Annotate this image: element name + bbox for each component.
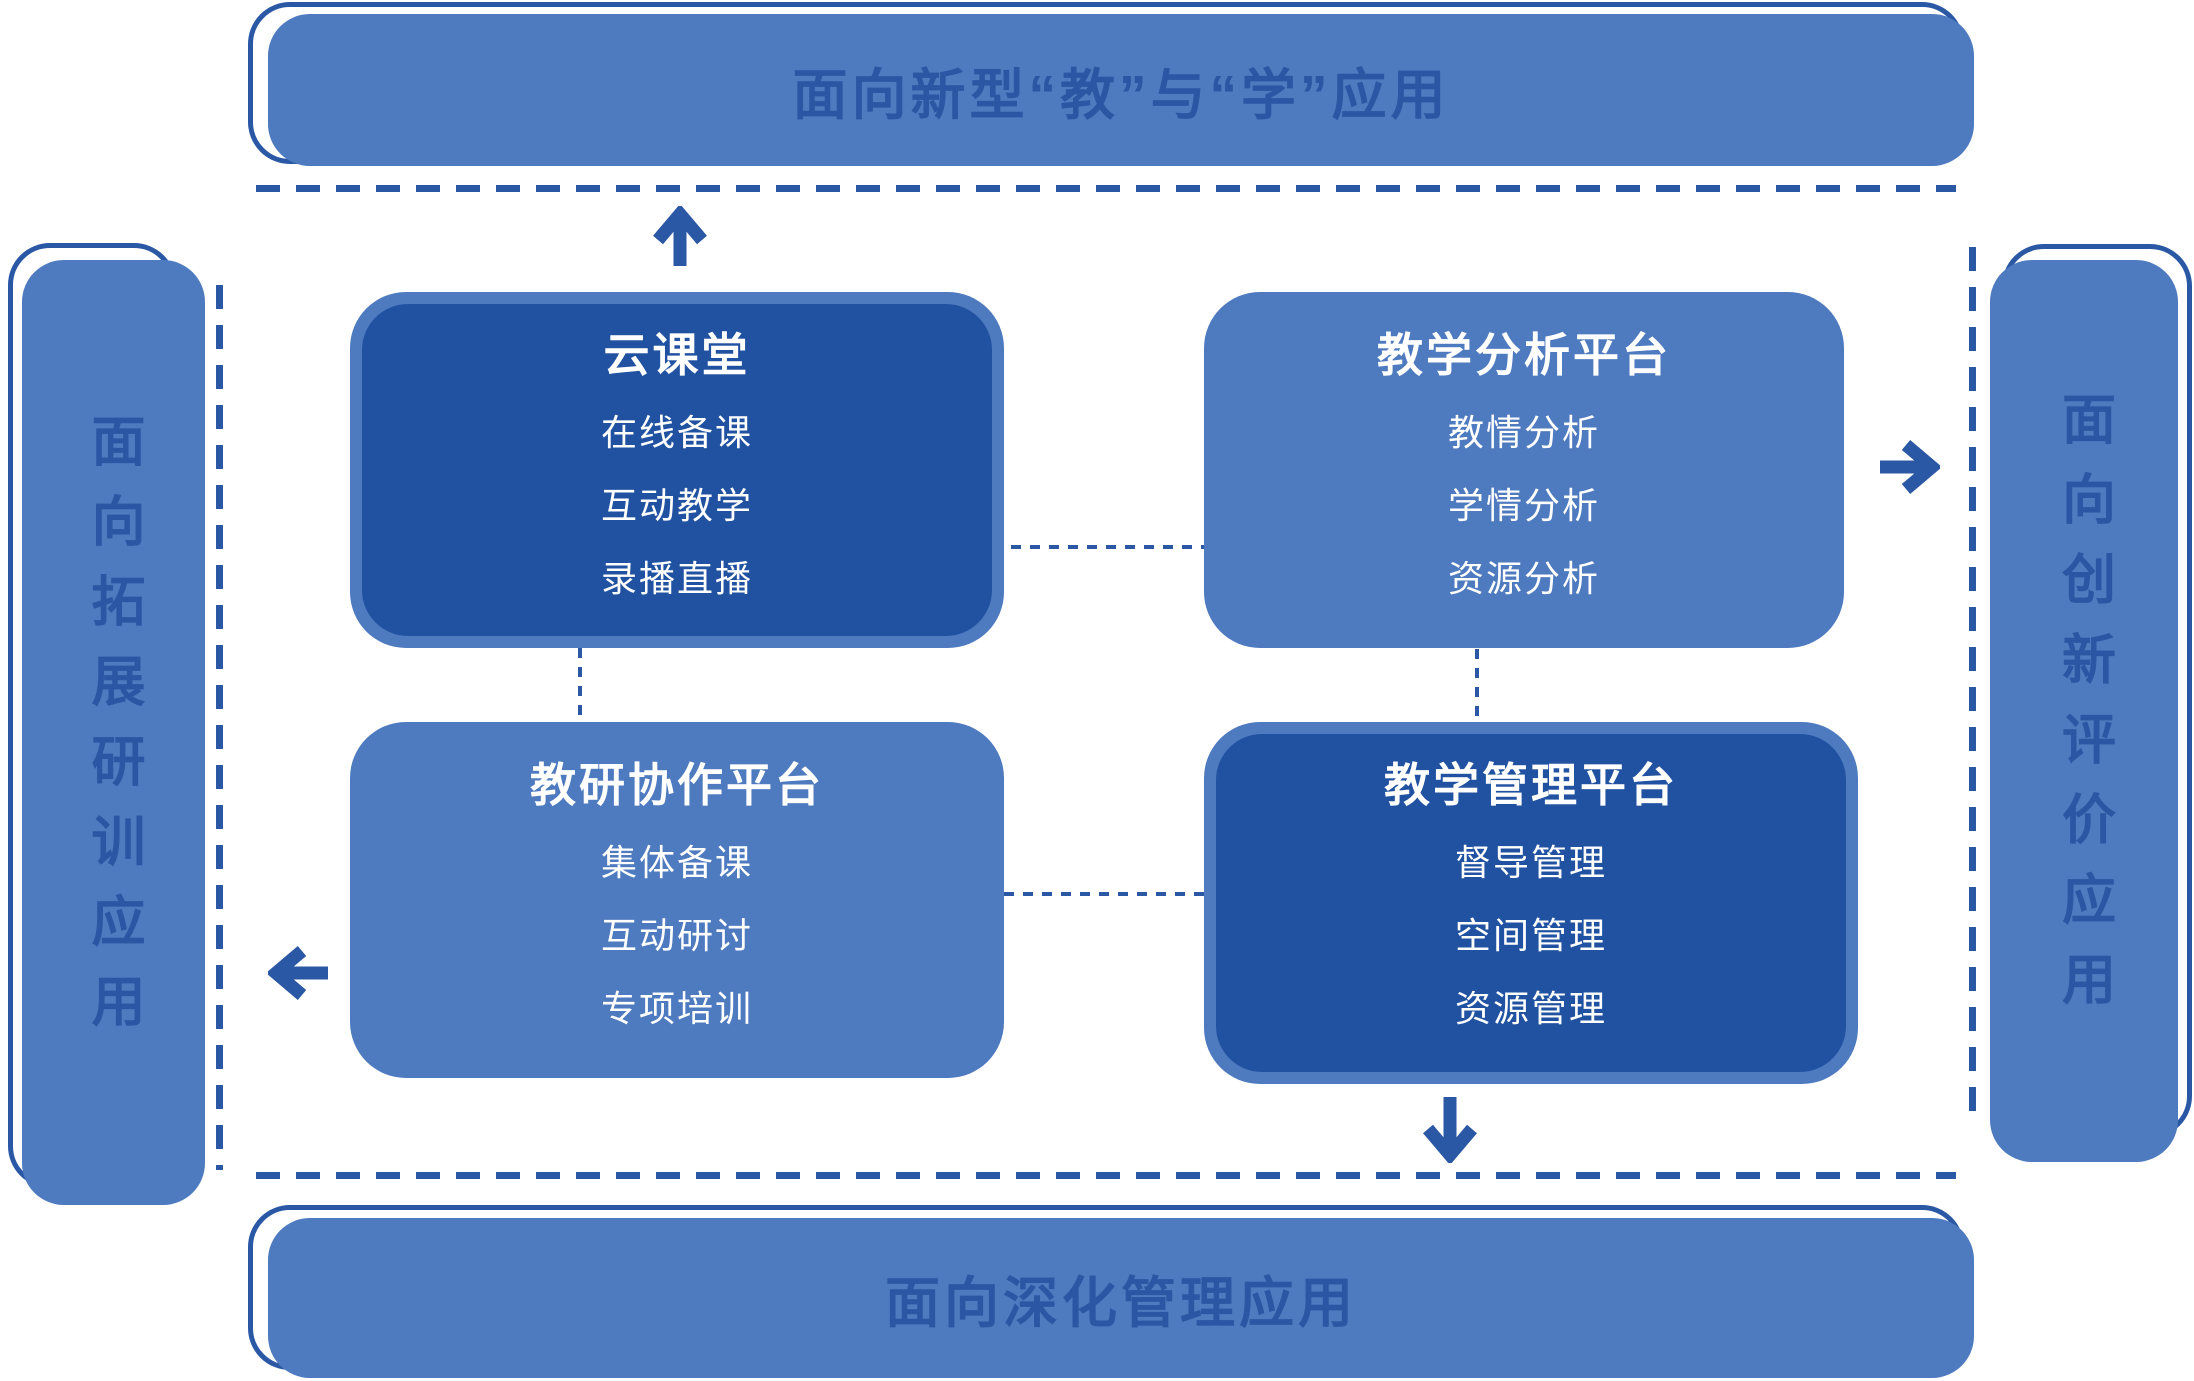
card-item: 督导管理 xyxy=(1454,842,1607,883)
card-item: 空间管理 xyxy=(1454,915,1607,956)
platform-card-teaching-research: 教研协作平台 集体备课 互动研讨 专项培训 xyxy=(350,722,1004,1078)
platform-card-teaching-management-panel xyxy=(1216,734,1846,1072)
left-dashed-divider xyxy=(216,285,223,1170)
top-dashed-divider xyxy=(256,185,1956,192)
right-dashed-divider xyxy=(1969,247,1976,1122)
connector-cloud-to-research xyxy=(578,648,582,722)
down-arrow-icon xyxy=(1423,1097,1477,1163)
card-item: 互动研讨 xyxy=(600,915,753,956)
card-item: 集体备课 xyxy=(600,842,753,883)
connector-research-to-management xyxy=(1004,892,1204,896)
connector-cloud-to-analysis xyxy=(992,545,1217,549)
top-banner-label: 面向新型“教”与“学”应用 xyxy=(792,64,1450,126)
left-banner: 面向拓展研训应用 xyxy=(22,260,205,1205)
platform-card-cloud-classroom: 云课堂 在线备课 互动教学 录播直播 xyxy=(350,292,1004,648)
card-item: 资源管理 xyxy=(1454,988,1607,1029)
card-title: 教学分析平台 xyxy=(1377,329,1671,381)
card-item: 专项培训 xyxy=(600,988,753,1029)
right-banner-label: 面向创新评价应用 xyxy=(2053,391,2114,1031)
left-banner-label: 面向拓展研训应用 xyxy=(83,412,143,1053)
card-item: 录播直播 xyxy=(600,558,753,599)
card-title: 教学管理平台 xyxy=(1384,759,1678,811)
card-item: 互动教学 xyxy=(600,485,753,526)
card-title: 云课堂 xyxy=(603,329,751,381)
up-arrow-icon xyxy=(653,206,707,266)
connector-analysis-to-management xyxy=(1475,649,1479,722)
right-banner: 面向创新评价应用 xyxy=(1990,260,2178,1162)
bottom-banner-label: 面向深化管理应用 xyxy=(884,1272,1357,1334)
top-banner: 面向新型“教”与“学”应用 xyxy=(268,14,1974,166)
card-item: 资源分析 xyxy=(1447,558,1600,599)
platform-card-teaching-analysis: 教学分析平台 教情分析 学情分析 资源分析 xyxy=(1204,292,1844,648)
left-arrow-icon xyxy=(268,946,328,1000)
right-arrow-icon xyxy=(1880,440,1940,494)
card-item: 学情分析 xyxy=(1447,485,1600,526)
platform-card-teaching-management: 教学管理平台 督导管理 空间管理 资源管理 xyxy=(1204,722,1858,1084)
bottom-dashed-divider xyxy=(256,1172,1956,1179)
card-title: 教研协作平台 xyxy=(530,759,824,811)
card-item: 教情分析 xyxy=(1447,412,1600,453)
platform-card-cloud-classroom-panel xyxy=(362,304,992,636)
bottom-banner: 面向深化管理应用 xyxy=(268,1218,1974,1378)
card-item: 在线备课 xyxy=(600,412,753,453)
